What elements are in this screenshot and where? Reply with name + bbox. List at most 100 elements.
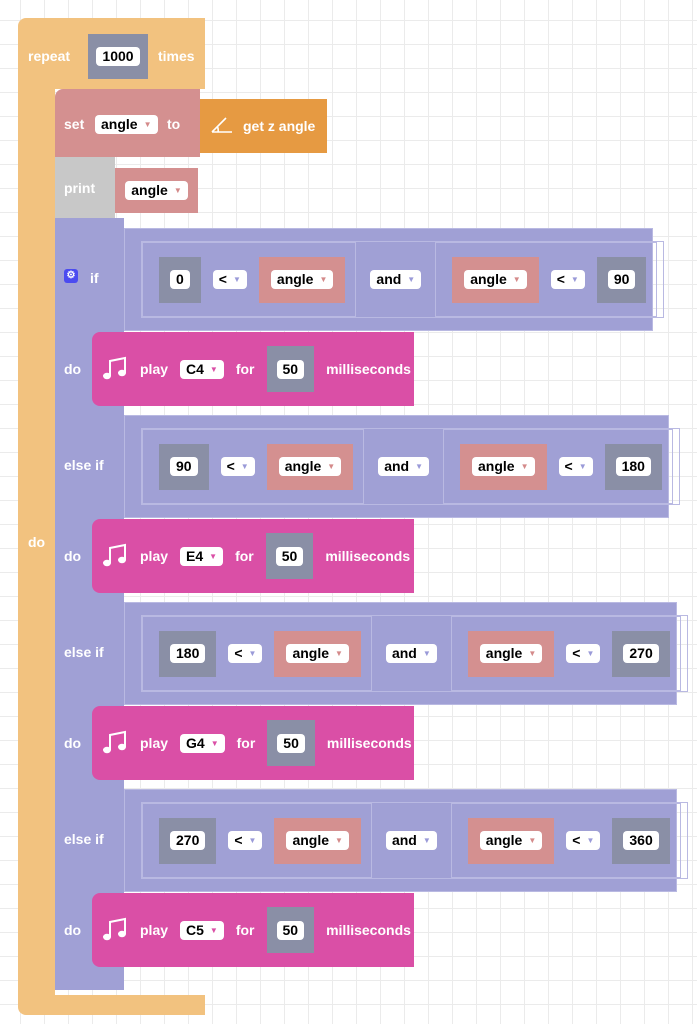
condition-row[interactable]: 270<▼angle▼ and▼ angle▼<▼360: [124, 789, 688, 892]
and-block[interactable]: 180<▼angle▼ and▼ angle▼<▼270: [141, 615, 688, 692]
duration-input[interactable]: 50: [276, 359, 305, 379]
logic-operator-dropdown[interactable]: and▼: [385, 644, 437, 663]
dropdown-caret-icon: ▼: [586, 836, 595, 845]
compare-block-lower[interactable]: 180 <▼ angle▼: [142, 616, 372, 691]
angle-variable-dropdown[interactable]: angle ▼: [479, 644, 543, 663]
angle-variable-dropdown[interactable]: angle▼: [479, 831, 543, 850]
duration-input[interactable]: 50: [277, 733, 305, 753]
upper-bound-input[interactable]: 360: [623, 831, 659, 850]
repeat-count-block[interactable]: 1000: [88, 34, 148, 79]
operator-dropdown[interactable]: <▼: [566, 644, 601, 663]
print-block[interactable]: print: [55, 157, 115, 218]
and-block[interactable]: 0 <▼ angle▼ and▼ angle▼ <▼ 90: [141, 241, 665, 318]
compare-block-upper[interactable]: angle▼ <▼ 90: [435, 242, 658, 317]
angle-variable-block[interactable]: angle ▼: [467, 630, 555, 677]
note-dropdown[interactable]: G4▼: [180, 733, 225, 753]
play-note-block[interactable]: play E4▼ for 50 milliseconds: [92, 519, 414, 593]
compare-block-lower[interactable]: 0 <▼ angle▼: [142, 242, 357, 317]
lower-bound-input[interactable]: 90: [170, 457, 198, 476]
condition-row[interactable]: 90 <▼ angle▼ and▼ angle▼ <▼ 180: [124, 415, 680, 518]
upper-bound-block[interactable]: 360: [612, 817, 670, 864]
angle-variable-block[interactable]: angle▼: [274, 817, 361, 864]
logic-operator-dropdown[interactable]: and▼: [378, 457, 429, 476]
condition-row[interactable]: 180<▼angle▼ and▼ angle▼<▼270: [124, 602, 688, 705]
lower-bound-block[interactable]: 180: [159, 630, 217, 677]
duration-input[interactable]: 50: [275, 546, 304, 566]
logic-operator-dropdown[interactable]: and▼: [385, 831, 437, 850]
lower-bound-block[interactable]: 90: [159, 443, 209, 490]
print-variable-block[interactable]: angle▼: [115, 168, 198, 213]
dropdown-caret-icon: ▼: [248, 649, 257, 658]
operator-dropdown[interactable]: <▼: [550, 270, 585, 289]
operator-dropdown[interactable]: <▼: [212, 270, 247, 289]
angle-variable-value: angle: [485, 645, 523, 661]
play-note-block[interactable]: play C4▼ for 50 milliseconds: [92, 332, 414, 406]
music-note-icon: [103, 356, 126, 380]
angle-variable-block[interactable]: angle▼: [274, 630, 361, 677]
lower-bound-input[interactable]: 270: [170, 831, 206, 850]
operator-dropdown[interactable]: <▼: [220, 457, 255, 476]
operator-dropdown[interactable]: <▼: [228, 831, 263, 850]
upper-bound-input[interactable]: 270: [623, 644, 659, 663]
operator-dropdown[interactable]: <▼: [228, 644, 263, 663]
duration-block[interactable]: 50: [266, 346, 315, 392]
compare-block-lower[interactable]: 90 <▼ angle▼: [142, 429, 365, 504]
angle-variable-block[interactable]: angle▼: [258, 256, 346, 303]
angle-variable-value: angle: [276, 271, 314, 287]
set-variable-block[interactable]: set angle▼ to: [55, 89, 200, 157]
play-note-block[interactable]: play G4▼ for 50 milliseconds: [92, 706, 414, 780]
compare-block-upper[interactable]: angle▼ <▼ 180: [443, 429, 673, 504]
upper-bound-block[interactable]: 90: [596, 256, 647, 303]
operator-dropdown[interactable]: <▼: [566, 831, 601, 850]
duration-block[interactable]: 50: [266, 907, 315, 953]
angle-variable-dropdown[interactable]: angle▼: [270, 270, 334, 289]
angle-variable-dropdown[interactable]: angle▼: [464, 270, 527, 289]
dropdown-caret-icon: ▼: [210, 738, 219, 748]
branch-label: else if: [64, 644, 104, 660]
duration-input[interactable]: 50: [276, 920, 305, 940]
and-block[interactable]: 90 <▼ angle▼ and▼ angle▼ <▼ 180: [141, 428, 680, 505]
note-dropdown[interactable]: E4▼: [180, 546, 224, 566]
angle-variable-block[interactable]: angle▼: [460, 443, 547, 490]
upper-bound-block[interactable]: 180: [604, 443, 662, 490]
angle-variable-dropdown[interactable]: angle▼: [286, 644, 349, 663]
dropdown-caret-icon: ▼: [415, 462, 423, 471]
compare-block-lower[interactable]: 270 <▼ angle▼: [142, 803, 372, 878]
play-label: play: [140, 922, 169, 938]
print-variable-dropdown[interactable]: angle▼: [125, 181, 188, 200]
operator-dropdown[interactable]: <▼: [558, 457, 593, 476]
angle-variable-dropdown[interactable]: angle▼: [472, 457, 535, 476]
compare-block-upper[interactable]: angle▼<▼360: [450, 803, 681, 878]
unit-label: milliseconds: [325, 548, 411, 564]
angle-variable-dropdown[interactable]: angle▼: [278, 457, 342, 476]
compare-block-upper[interactable]: angle ▼ <▼ 270: [450, 616, 681, 691]
condition-row[interactable]: 0 <▼ angle▼ and▼ angle▼ <▼ 90: [124, 228, 665, 331]
dropdown-caret-icon: ▼: [528, 649, 537, 658]
angle-variable-block[interactable]: angle▼: [266, 443, 354, 490]
angle-variable-value: angle: [485, 832, 523, 848]
upper-bound-input[interactable]: 90: [607, 270, 636, 289]
set-variable-dropdown[interactable]: angle▼: [95, 115, 158, 134]
lower-bound-input[interactable]: 180: [170, 644, 206, 663]
lower-bound-input[interactable]: 0: [170, 270, 190, 289]
and-block[interactable]: 270<▼angle▼ and▼ angle▼<▼360: [141, 802, 688, 879]
upper-bound-block[interactable]: 270: [612, 630, 670, 677]
play-note-block[interactable]: play C5▼ for 50 milliseconds: [92, 893, 414, 967]
lower-bound-block[interactable]: 270: [159, 817, 217, 864]
get-z-angle-block[interactable]: get z angle: [200, 99, 327, 153]
note-dropdown[interactable]: C5▼: [180, 920, 224, 940]
operator-dropdown-value: <: [218, 271, 227, 287]
note-dropdown[interactable]: C4▼: [180, 359, 224, 379]
lower-bound-block[interactable]: 0: [159, 256, 201, 303]
duration-block[interactable]: 50: [267, 720, 315, 766]
upper-bound-input[interactable]: 180: [615, 457, 651, 476]
repeat-footer[interactable]: [18, 995, 205, 1015]
angle-variable-dropdown[interactable]: angle▼: [286, 831, 349, 850]
repeat-arm[interactable]: [18, 88, 55, 998]
gear-icon[interactable]: ⚙: [64, 269, 78, 283]
angle-variable-block[interactable]: angle▼: [467, 817, 555, 864]
angle-variable-block[interactable]: angle▼: [452, 256, 539, 303]
repeat-count-input[interactable]: 1000: [96, 47, 140, 66]
duration-block[interactable]: 50: [265, 533, 314, 579]
logic-operator-dropdown[interactable]: and▼: [370, 270, 422, 289]
